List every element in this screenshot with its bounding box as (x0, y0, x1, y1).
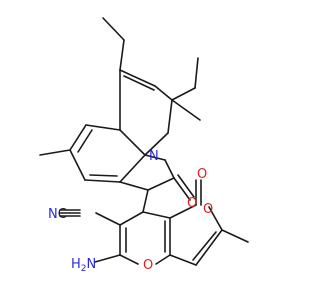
bond (119, 181, 149, 191)
bond (119, 69, 156, 87)
oxygen-label: O (143, 258, 153, 273)
oxygen-label: O (197, 167, 207, 182)
bond (194, 57, 199, 89)
bond (123, 75, 155, 91)
bond (84, 179, 121, 183)
bonds (39, 17, 249, 266)
bond (221, 229, 249, 243)
bond (142, 211, 171, 219)
bond (173, 177, 191, 201)
bond (192, 231, 217, 261)
bond (169, 204, 197, 219)
nitrile-label: NC (48, 207, 67, 222)
bond (195, 229, 223, 266)
bond (155, 254, 171, 265)
bond (208, 206, 223, 231)
bond (119, 211, 144, 226)
amino-label: H2N (71, 257, 96, 274)
nitrogen-label: N (149, 149, 159, 164)
bond (94, 254, 121, 263)
bond (154, 85, 173, 101)
oxygen-label: O (203, 202, 213, 217)
bond (102, 17, 125, 41)
bond (171, 87, 196, 101)
bond (119, 39, 125, 71)
bond (164, 159, 175, 179)
bond (95, 212, 121, 226)
bond (167, 99, 173, 134)
bond (69, 124, 87, 151)
bond (85, 124, 121, 131)
atom-labels: N O O O O NC H2N (48, 149, 213, 274)
bond (89, 174, 118, 177)
bond (144, 132, 169, 156)
bond (39, 149, 71, 156)
bond (77, 129, 93, 153)
molecule-structure-diagram: N O O O O NC H2N (39, 17, 249, 274)
bond (144, 154, 166, 161)
bond (169, 254, 197, 266)
oxygen-label: O (187, 196, 197, 211)
bond (147, 177, 175, 191)
bond (142, 189, 149, 213)
bond (177, 174, 195, 198)
bond (119, 129, 146, 156)
bond (119, 154, 146, 183)
bond (119, 254, 139, 265)
bond (171, 99, 201, 121)
bond (69, 149, 86, 181)
